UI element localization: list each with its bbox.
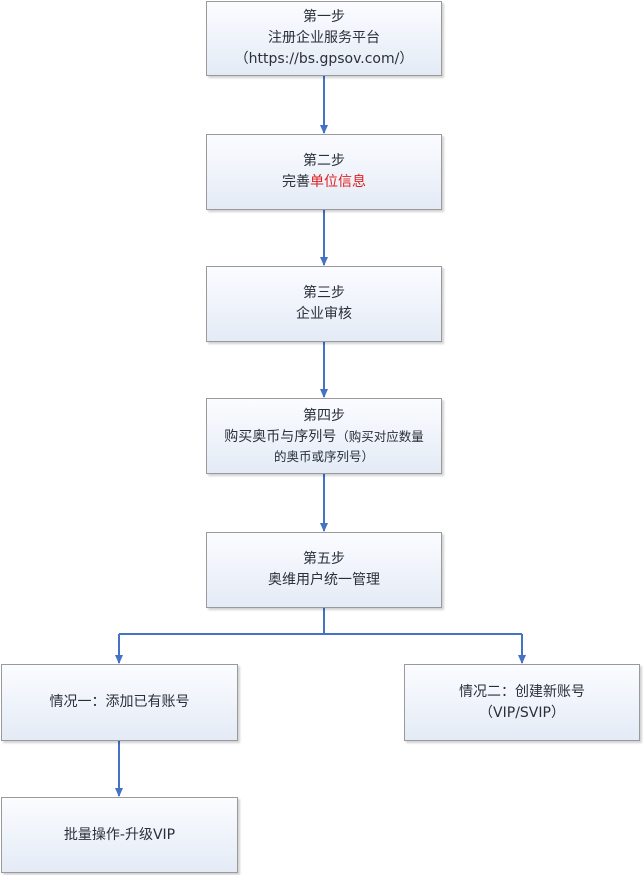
step2-text: 完善单位信息: [282, 172, 366, 193]
step3-text: 企业审核: [296, 306, 352, 322]
step2-text-prefix: 完善: [282, 174, 310, 190]
step1-box: 第一步 注册企业服务平台 （https://bs.gpsov.com/）: [206, 1, 442, 76]
batch-upgrade-box: 批量操作-升级VIP: [1, 797, 238, 873]
case1-box: 情况一：添加已有账号: [1, 664, 238, 741]
step4-note-1: （购买对应数量: [336, 429, 424, 444]
step4-text: 购买奥币与序列号（购买对应数量: [224, 427, 424, 448]
step1-url: （https://bs.gpsov.com/）: [234, 51, 414, 67]
step2-box: 第二步 完善单位信息: [206, 134, 442, 210]
step2-text-highlight: 单位信息: [310, 174, 366, 190]
step5-title: 第五步: [303, 551, 345, 567]
step3-title: 第三步: [303, 285, 345, 301]
case2-box: 情况二：创建新账号 （VIP/SVIP）: [404, 664, 640, 741]
batch-upgrade-text: 批量操作-升级VIP: [63, 826, 176, 843]
case2-text: 情况二：创建新账号: [459, 683, 585, 700]
step1-title: 第一步: [303, 9, 345, 25]
case1-text: 情况一：添加已有账号: [49, 694, 190, 710]
case2-subtext: （VIP/SVIP）: [479, 704, 565, 721]
step1-text: 注册企业服务平台: [268, 30, 380, 46]
step4-title: 第四步: [303, 408, 345, 424]
step3-box: 第三步 企业审核: [206, 266, 442, 342]
step5-box: 第五步 奥维用户统一管理: [206, 532, 442, 608]
step2-title: 第二步: [303, 153, 345, 169]
step4-note-2: 的奥币或序列号）: [273, 449, 374, 464]
step4-box: 第四步 购买奥币与序列号（购买对应数量 的奥币或序列号）: [206, 398, 442, 474]
step4-text-main: 购买奥币与序列号: [224, 429, 337, 445]
step5-text: 奥维用户统一管理: [268, 572, 380, 588]
